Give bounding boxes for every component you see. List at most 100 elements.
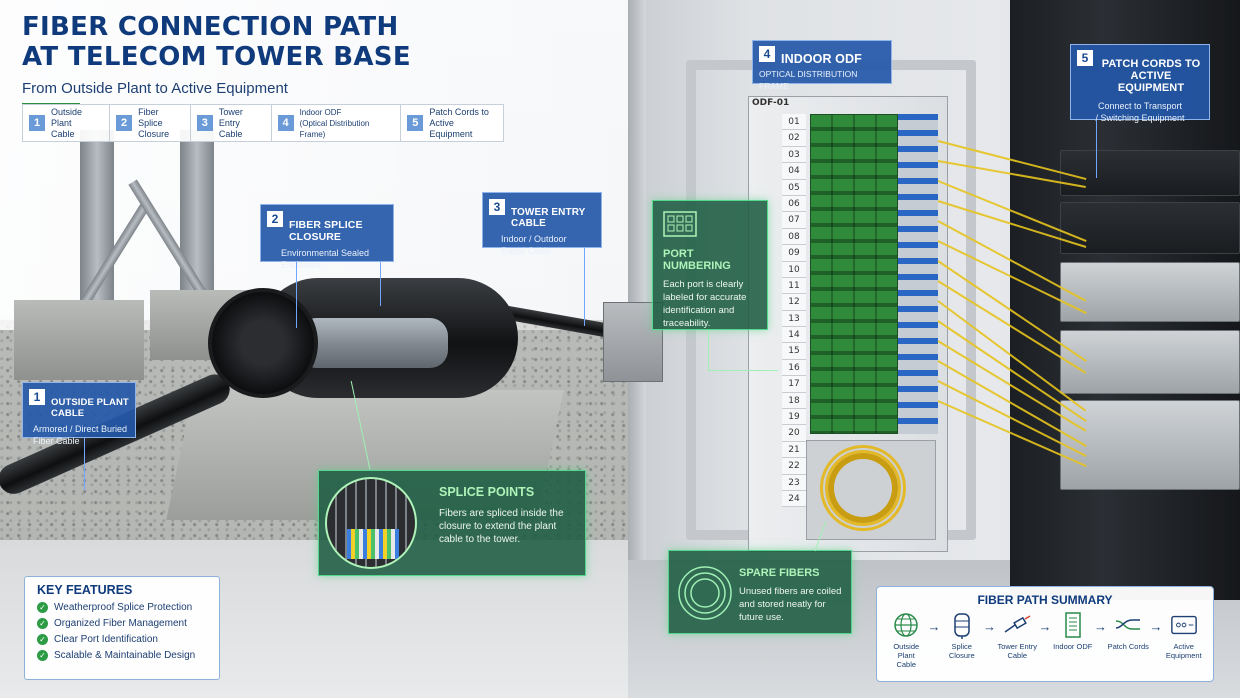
step-label: Tower Entry Cable (218, 106, 243, 139)
callout-title: FIBER SPLICE CLOSURE (289, 219, 363, 243)
odf-port-number: 03 (782, 146, 806, 164)
step-label: Outside Plant Cable (51, 106, 83, 139)
callout-indoor-odf: 4 INDOOR ODF OPTICAL DISTRIBUTION FRAME (752, 40, 892, 91)
arrow-right-icon: → (1038, 619, 1052, 634)
key-features-panel: KEY FEATURES ✓ Weatherproof Splice Prote… (24, 576, 220, 680)
summary-flow: Outside Plant Cable → Splice Closure → T… (885, 611, 1205, 669)
callout-description: Armored / Direct Buried Fiber Cable (33, 424, 128, 446)
spare-fiber-coil (820, 445, 906, 531)
card-description: Fibers are spliced inside the closure to… (439, 508, 564, 545)
odf-port-number: 02 (782, 130, 806, 147)
feature-item: ✓ Weatherproof Splice Protection (37, 602, 207, 613)
odf-port-number: 04 (782, 163, 806, 180)
odf-connectors (898, 114, 938, 434)
callout-description: Indoor / Outdoor Rated Cable (501, 234, 567, 256)
card-title: SPARE FIBERS (739, 567, 820, 579)
coil-icon (678, 566, 732, 620)
odf-port-number: 22 (782, 458, 806, 475)
odf-port-number: 13 (782, 310, 806, 328)
odf-port-number: 18 (782, 392, 806, 410)
odf-port-number: 23 (782, 474, 806, 491)
step-patch-cords: 5 Patch Cords to Active Equipment (400, 105, 503, 141)
tower-footing-left (14, 300, 144, 380)
card-port-numbering: PORT NUMBERING Each port is clearly labe… (652, 200, 768, 330)
closure-icon (948, 611, 976, 639)
callout-title: PATCH CORDS TO ACTIVE EQUIPMENT (1101, 58, 1201, 94)
check-icon: ✓ (37, 634, 48, 645)
callout-number: 2 (267, 211, 283, 227)
feature-label: Clear Port Identification (54, 634, 158, 645)
summary-item: Active Equipment (1163, 611, 1206, 660)
key-features-title: KEY FEATURES (37, 583, 133, 597)
check-icon: ✓ (37, 618, 48, 629)
leader-splice-closure-2 (380, 262, 381, 306)
summary-label: Indoor ODF (1053, 642, 1093, 651)
card-description: Unused fibers are coiled and stored neat… (739, 586, 842, 623)
rack-unit-transport-1 (1060, 202, 1240, 254)
odf-icon (1059, 611, 1087, 639)
leader-patch-cords (1096, 120, 1097, 178)
summary-item: Outside Plant Cable (885, 611, 928, 669)
step-label: Fiber Splice Closure (138, 106, 170, 139)
summary-item: Patch Cords (1107, 611, 1150, 651)
odf-port-number: 06 (782, 195, 806, 213)
card-title: PORT NUMBERING (663, 248, 731, 272)
fiber-splice-closure (208, 268, 528, 418)
card-spare-fibers: SPARE FIBERS Unused fibers are coiled an… (668, 550, 852, 634)
leader-splice-closure (296, 262, 297, 328)
callout-patch-cords: 5 PATCH CORDS TO ACTIVE EQUIPMENT Connec… (1070, 44, 1210, 123)
step-label: Patch Cords to Active Equipment (429, 106, 489, 139)
callout-number: 1 (29, 389, 45, 405)
feature-label: Organized Fiber Management (54, 618, 187, 629)
odf-port-number: 24 (782, 490, 806, 508)
summary-label: Patch Cords (1107, 642, 1149, 651)
callout-description: OPTICAL DISTRIBUTION FRAME (759, 69, 858, 91)
callout-tower-entry-cable: 3 TOWER ENTRY CABLE Indoor / Outdoor Rat… (482, 192, 602, 256)
odf-port-number: 05 (782, 179, 806, 196)
callout-fiber-splice-closure: 2 FIBER SPLICE CLOSURE Environmental Sea… (260, 204, 394, 270)
leader-port-numbering (708, 330, 709, 370)
feature-label: Scalable & Maintainable Design (54, 650, 196, 661)
callout-title: OUTSIDE PLANT CABLE (51, 397, 129, 419)
odf-port-number: 14 (782, 327, 806, 344)
arrow-right-icon: → (1149, 619, 1163, 634)
card-title: SPLICE POINTS (439, 485, 535, 499)
port-grid-icon (663, 211, 697, 237)
arrow-right-icon: → (927, 619, 941, 634)
summary-label: Tower Entry Cable (997, 642, 1038, 660)
card-description: Each port is clearly labeled for accurat… (663, 279, 747, 329)
odf-port-number: 11 (782, 277, 806, 295)
steps-bar: 1 Outside Plant Cable 2 Fiber Splice Clo… (22, 104, 504, 142)
globe-icon (892, 611, 920, 639)
summary-item: Indoor ODF (1052, 611, 1095, 651)
arrow-right-icon: → (1094, 619, 1107, 634)
check-icon: ✓ (37, 650, 48, 661)
equipment-icon (1170, 611, 1198, 639)
splice-detail-image (325, 477, 417, 569)
odf-panel-label: ODF-01 (752, 98, 790, 108)
cable-connector-icon (1003, 611, 1031, 639)
check-icon: ✓ (37, 602, 48, 613)
callout-title: INDOOR ODF (781, 52, 862, 66)
feature-item: ✓ Organized Fiber Management (37, 618, 207, 629)
callout-outside-plant-cable: 1 OUTSIDE PLANT CABLE Armored / Direct B… (22, 382, 136, 446)
step-outside-plant: 1 Outside Plant Cable (23, 105, 109, 141)
page-subtitle: From Outside Plant to Active Equipment (22, 80, 288, 97)
leader-tower-entry (584, 248, 585, 326)
callout-description: Connect to Transport / Switching Equipme… (1095, 101, 1185, 123)
summary-item: Tower Entry Cable (996, 611, 1039, 660)
step-label: Indoor ODF (Optical Distribution Frame) (299, 107, 370, 139)
step-number: 5 (407, 115, 424, 131)
odf-port-number: 16 (782, 359, 806, 377)
callout-description: Environmental Sealed Enclosure (281, 248, 370, 270)
odf-port-number: 10 (782, 261, 806, 278)
odf-adapter-grid (810, 114, 898, 434)
callout-number: 3 (489, 199, 505, 215)
step-indoor-odf: 4 Indoor ODF (Optical Distribution Frame… (270, 105, 401, 141)
page-title: FIBER CONNECTION PATH AT TELECOM TOWER B… (22, 12, 411, 72)
step-number: 3 (196, 115, 213, 131)
odf-port-number: 20 (782, 425, 806, 442)
fiber-path-summary: FIBER PATH SUMMARY Outside Plant Cable →… (876, 586, 1214, 682)
step-number: 2 (116, 115, 133, 131)
